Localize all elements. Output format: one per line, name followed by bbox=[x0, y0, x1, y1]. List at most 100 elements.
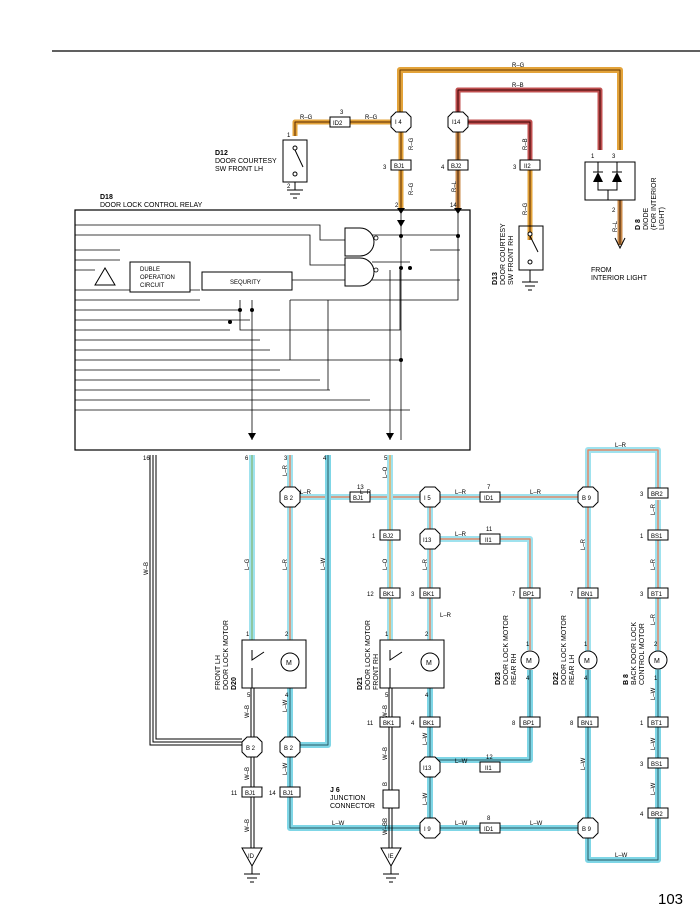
motors bbox=[241, 639, 668, 689]
wl-lr-i5: L–R bbox=[455, 490, 467, 496]
wl-lw-v4: L–W bbox=[651, 782, 657, 795]
wl-lr-v2: L–R bbox=[283, 558, 289, 570]
conn-br2-top: BR2 bbox=[651, 492, 663, 498]
pin-bt1-1: 1 bbox=[640, 721, 644, 727]
splice-b9-top: B 9 bbox=[582, 496, 592, 502]
pin-relay-16: 16 bbox=[143, 456, 150, 462]
pin-d21-4: 4 bbox=[425, 693, 429, 699]
wl-rg-v2: R–G bbox=[409, 182, 415, 195]
connectors bbox=[241, 116, 669, 834]
pin-d20-2: 2 bbox=[285, 632, 289, 638]
motor-b8-m: M bbox=[654, 658, 660, 665]
conn-bj1-top: BJ1 bbox=[394, 164, 405, 170]
d13-line2: SW FRONT RH bbox=[508, 236, 515, 285]
pin-d20-1: 1 bbox=[246, 632, 250, 638]
b8-line1: BACK DOOR LOCK bbox=[631, 622, 638, 685]
from-label-1: FROM bbox=[591, 267, 612, 274]
wl-lr-v3: L–R bbox=[423, 558, 429, 570]
wl-lg-v: L–G bbox=[245, 558, 251, 570]
and-gate-2 bbox=[344, 257, 375, 287]
b8-code: B 8 bbox=[623, 674, 630, 685]
pin-d23-1: 1 bbox=[526, 642, 530, 648]
d8-line3: LIGHT) bbox=[659, 207, 666, 230]
pin-d8-1: 1 bbox=[591, 154, 595, 160]
b8-line2: CONTROL MOTOR bbox=[639, 623, 646, 685]
pin-b8-1: 1 bbox=[654, 676, 658, 682]
pin-bj2-1: 1 bbox=[372, 534, 376, 540]
d8-diode bbox=[584, 161, 636, 250]
conn-bk1-a: BK1 bbox=[383, 592, 395, 598]
wl-rl-v2: R–L bbox=[613, 220, 619, 232]
wl-lw-v7: L–W bbox=[283, 762, 289, 775]
wl-wb-v2: W–B bbox=[245, 767, 251, 780]
conn-bj1-mid: BJ1 bbox=[353, 496, 364, 502]
splice-b2-right: B 2 bbox=[284, 746, 294, 752]
wl-rg-v1: R–G bbox=[409, 137, 415, 150]
wl-lr-v1: L–R bbox=[283, 464, 289, 476]
wl-rl-v1: R–L bbox=[452, 180, 458, 192]
pin-d21-2: 2 bbox=[425, 632, 429, 638]
d20-code: D20 bbox=[231, 677, 238, 690]
pin-bp1-7: 7 bbox=[512, 592, 516, 598]
pin-bk1-11: 11 bbox=[367, 721, 374, 727]
wl-lo-v1: L–O bbox=[383, 466, 389, 478]
pin-bs1-3: 3 bbox=[640, 762, 644, 768]
duble-box bbox=[129, 261, 191, 293]
relay-amp bbox=[94, 267, 116, 286]
conn-bt1-bot: BT1 bbox=[651, 721, 663, 727]
d22-line2: REAR LH bbox=[569, 655, 576, 685]
d18-relay bbox=[74, 208, 471, 451]
wl-lr-b9: L–R bbox=[530, 490, 542, 496]
conn-bj2-top: BJ2 bbox=[451, 164, 462, 170]
wl-rg-i4: R–G bbox=[365, 115, 378, 121]
pin-ii1-12: 12 bbox=[486, 755, 493, 761]
pin-d21-5: 5 bbox=[385, 693, 389, 699]
splice-i13-lower: I13 bbox=[423, 766, 432, 772]
wl-lw-v5: L–W bbox=[581, 757, 587, 770]
d23-line2: REAR RH bbox=[511, 653, 518, 685]
wl-wb-v4: W–B bbox=[144, 562, 150, 575]
pin-d8-2: 2 bbox=[612, 208, 616, 214]
wl-lw-br: L–W bbox=[615, 853, 628, 859]
conn-br2-bot: BR2 bbox=[651, 812, 663, 818]
conn-bn1-bot: BN1 bbox=[581, 721, 593, 727]
page-number: 103 bbox=[658, 891, 683, 908]
wl-lw-v6: L–W bbox=[283, 699, 289, 712]
pin-ii2: 3 bbox=[513, 165, 517, 171]
pin-d23-4: 4 bbox=[526, 676, 530, 682]
wl-lw-bottom: L–W bbox=[332, 821, 345, 827]
grounds bbox=[241, 847, 402, 883]
d13-switch bbox=[518, 225, 544, 291]
sequrity-box bbox=[201, 271, 293, 291]
conn-bp1-bot: BP1 bbox=[523, 721, 535, 727]
splices bbox=[241, 111, 599, 839]
wl-lw-b9: L–W bbox=[530, 821, 543, 827]
wl-rg-top: R–G bbox=[512, 63, 525, 69]
conn-id2: ID2 bbox=[333, 121, 343, 127]
pin-13: 13 bbox=[357, 485, 364, 491]
wl-lr-topright: L–R bbox=[615, 443, 627, 449]
pin-bn1-8: 8 bbox=[570, 721, 574, 727]
d8-code: D 8 bbox=[635, 219, 642, 230]
pin-bj1-11: 11 bbox=[231, 791, 238, 797]
wl-lr-b: L–R bbox=[440, 613, 452, 619]
conn-bk1-c: BK1 bbox=[383, 721, 395, 727]
wl-lr-top: L–R bbox=[360, 490, 372, 496]
conn-id1-bot: ID1 bbox=[484, 827, 494, 833]
d12-line2: SW FRONT LH bbox=[215, 166, 263, 173]
wl-lr-v7: L–R bbox=[651, 613, 657, 625]
pin-bj1-top: 3 bbox=[383, 165, 387, 171]
conn-bk1-d: BK1 bbox=[423, 721, 435, 727]
from-label-2: INTERIOR LIGHT bbox=[591, 275, 648, 282]
svg-text:1: 1 bbox=[287, 133, 291, 139]
duble-label-1: DUBLE bbox=[140, 267, 160, 273]
conn-bj1-lower-b: BJ1 bbox=[283, 791, 294, 797]
j6-line2: CONNECTOR bbox=[330, 803, 375, 810]
wl-lw-i13: L–W bbox=[455, 759, 468, 765]
pin-bj2-top: 4 bbox=[441, 165, 445, 171]
d12-switch bbox=[282, 139, 308, 199]
pin-bk1-4: 4 bbox=[411, 721, 415, 727]
conn-ii1-top: II1 bbox=[485, 538, 492, 544]
wl-b-v1: B bbox=[383, 782, 389, 786]
